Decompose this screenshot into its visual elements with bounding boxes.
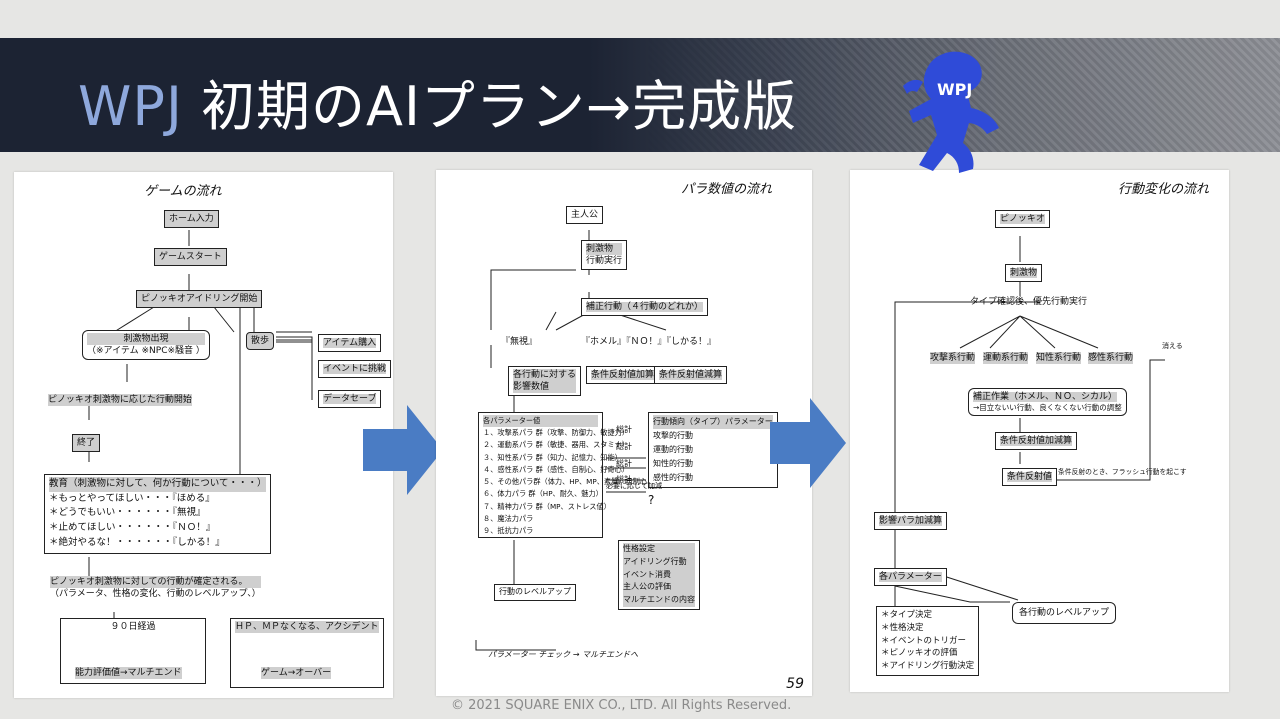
sum-labels: 総計総計総計総計 — [616, 425, 632, 485]
node-idling-start: ピノッキオアイドリング開始 — [136, 290, 263, 309]
node-reflex: 条件反射値 — [1002, 468, 1058, 487]
node-stimulus: 刺激物 — [1005, 264, 1043, 283]
text-ignore: 『無視』 — [501, 337, 538, 347]
node-stimulus: 刺激物出現（※アイテム ※NPC※騒音 ） — [82, 330, 210, 361]
copyright-footer: © 2021 SQUARE ENIX CO., LTD. All Rights … — [451, 698, 792, 713]
node-save: データセーブ — [318, 390, 382, 409]
node-reflex-adjust: 条件反射値加減算 — [995, 432, 1078, 451]
node-home-input: ホーム入力 — [164, 210, 219, 229]
wpj-runner-logo-icon — [903, 51, 999, 174]
node-each-param: 各パラメーター — [874, 568, 947, 587]
node-protagonist: 主人公 — [566, 206, 604, 225]
page1-title: ゲームの流れ — [144, 184, 222, 199]
text-param-check: パラメーター チェック → マルチエンドへ — [488, 650, 639, 659]
arrow-right-icon — [363, 405, 443, 495]
page-number: 59 — [786, 676, 804, 692]
node-buy-item: アイテム購入 — [318, 334, 382, 353]
node-parameters: 各パラメーター値 １、攻撃系パラ 群（攻撃、防御力、敏捷力）２、運動系パラ 群（… — [478, 412, 676, 538]
node-action-start: ピノッキオ刺激物に応じた行動開始 — [48, 394, 192, 407]
scan-param-flow: パラ数値の流れ 主人公 刺激物行動実行 補正行動（４行動のどれか） 『ホメル』『… — [436, 170, 812, 696]
scan-behavior-flow: 行動変化の流れ ピノッキオ 刺激物 タイプ確認後、優先行動実行 攻撃系行動 運動… — [850, 170, 1229, 692]
text-disappear: 消える — [1162, 342, 1183, 350]
scan-game-flow: ゲームの流れ ホーム入力 ゲームスタート ピノッキオアイドリング開始 刺激物出現… — [14, 172, 393, 698]
node-levelup: 各行動のレベルアップ — [1012, 602, 1117, 625]
node-levelup: 行動のレベルアップ — [494, 584, 576, 601]
title-banner — [0, 38, 1280, 152]
text-type-check: タイプ確認後、優先行動実行 — [970, 297, 1088, 307]
node-intellect: 知性系行動 — [1036, 352, 1082, 365]
node-impact: 各行動に対する影響数値 — [508, 366, 582, 397]
page2-title: パラ数値の流れ — [681, 182, 773, 197]
text-question: ? — [648, 493, 655, 507]
node-results: ＊タイプ決定＊性格決定＊イベントのトリガー ＊ピノッキオの評価＊アイドリング行動… — [876, 606, 980, 676]
node-movement: 運動系行動 — [983, 352, 1029, 365]
text-reflex-note: 条件反射のとき、フラッシュ行動を起こす — [1058, 468, 1187, 476]
node-stimulus-action: 刺激物行動実行 — [581, 240, 628, 271]
node-pinocchio: ピノッキオ — [995, 210, 1050, 229]
node-correction: 補正行動（４行動のどれか） — [581, 298, 709, 317]
text-reactions: 『ホメル』『ＮＯ！』『しかる！』 — [581, 337, 717, 347]
node-walk: 散歩 — [246, 332, 275, 351]
page3-title: 行動変化の流れ — [1118, 182, 1210, 197]
node-correction: 補正作業（ホメル、ＮＯ、シカル） →目立ないい行動、良くなくない行動の調整 — [968, 388, 1127, 417]
node-reflex-sub: 条件反射値減算 — [654, 366, 728, 385]
page-title: WPJ 初期のAIプラン→完成版 — [78, 75, 798, 138]
node-outcomes: 性格設定アイドリング行動 イベント消費主人公の評価マルチエンドの内容 — [618, 540, 700, 610]
node-game-start: ゲームスタート — [154, 248, 227, 267]
node-action-confirm: ピノッキオ刺激物に対しての行動が確定される。（パラメータ、性格の変化、行動のレベ… — [50, 576, 261, 600]
logo-label: WPJ — [937, 80, 973, 99]
node-impact-param: 影響パラ加減算 — [874, 512, 948, 531]
node-event: イベントに挑戦 — [318, 360, 392, 379]
text-adjust: 必要に応じて加減 — [606, 482, 662, 490]
node-end: 終了 — [72, 434, 101, 453]
node-attack: 攻撃系行動 — [930, 352, 976, 365]
node-sense: 感性系行動 — [1088, 352, 1134, 365]
arrow-right-icon — [770, 398, 846, 488]
node-tendency: 行動傾向（タイプ）パラメーター 攻撃的行動運動的行動知性的行動感性的行動 — [648, 412, 778, 488]
node-90-days: ９０日経過 能力評価値→マルチエンド — [60, 618, 206, 684]
node-education: 教育（刺激物に対して、何か行動について・・・） ＊もっとやってほしい・・・『ほめ… — [44, 474, 272, 554]
node-gameover: ＨＰ、ＭＰなくなる、アクシデント ゲーム→オーバー — [230, 618, 384, 688]
node-reflex-add: 条件反射値加算 — [586, 366, 660, 385]
